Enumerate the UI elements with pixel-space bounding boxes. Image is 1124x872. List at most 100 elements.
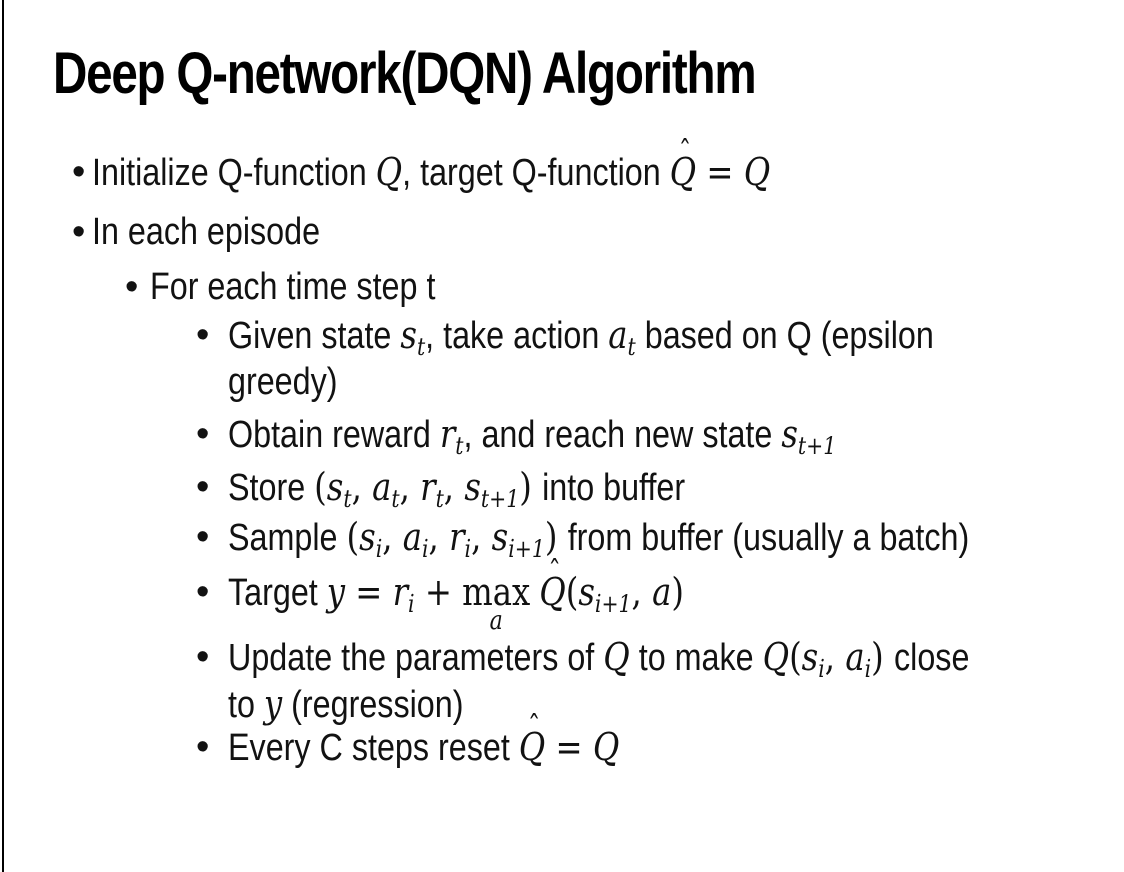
math-subscript: i: [408, 590, 415, 618]
text-run: , target Q-function: [402, 152, 670, 194]
math-subscript: t: [416, 333, 426, 361]
bullet-icon: •: [196, 571, 210, 613]
text-run: [530, 572, 539, 614]
text-run: to make: [629, 637, 763, 679]
math-run: ,: [428, 515, 450, 559]
text-run: greedy): [228, 361, 338, 403]
bullet-icon: •: [125, 266, 139, 308]
hat-accent-icon: ˆ: [527, 710, 541, 745]
math-run: s: [326, 465, 344, 509]
text-run: to: [228, 684, 264, 726]
bullet-icon: •: [196, 726, 210, 768]
text-run: Initialize Q-function: [92, 152, 376, 194]
hat-accent-icon: ˆ: [548, 555, 561, 590]
left-border-line: [2, 0, 4, 872]
page-title: Deep Q-network(DQN) Algorithm: [53, 41, 757, 106]
math-run: a: [608, 313, 628, 357]
text-run: based on Q (epsilon: [635, 315, 934, 357]
math-run: s: [400, 313, 417, 357]
math-run: s: [781, 412, 798, 456]
math-run: r: [392, 570, 409, 614]
math-run: s: [464, 465, 481, 509]
math-run: Q: [743, 150, 771, 194]
text-run: Target: [228, 572, 327, 614]
bullet-text: In each episode: [92, 209, 1124, 255]
math-run: y: [263, 682, 283, 726]
math-run: (: [565, 570, 579, 614]
text-run: Update the parameters of: [228, 637, 604, 679]
math-run: (: [314, 465, 327, 509]
math-run: ,: [443, 465, 465, 509]
math-run: ): [544, 515, 568, 559]
bullet-text: Given state st, take action at based on …: [228, 312, 1124, 405]
bullet-icon: •: [196, 314, 210, 356]
math-run: =: [344, 570, 393, 614]
math-run: a: [402, 515, 423, 559]
math-run: Q: [539, 570, 566, 614]
math-run: =: [696, 150, 744, 194]
math-run: ,: [824, 635, 846, 679]
math-subscript: i+1: [594, 590, 632, 618]
bullet-text: Sample (si, ai, ri, si+1) from buffer (u…: [228, 514, 1124, 561]
max-operator-base: max: [462, 570, 531, 614]
text-run: In each episode: [92, 211, 321, 253]
text-run: Sample: [228, 517, 347, 559]
text-run: Given state: [228, 315, 401, 357]
math-subscript: i: [864, 655, 872, 683]
bullet-text: Initialize Q-function Q , target Q-functi…: [92, 138, 1124, 196]
math-run: +: [414, 570, 463, 614]
hat-accent-icon: ˆ: [678, 135, 692, 170]
text-run: , and reach new state: [463, 414, 782, 456]
math-run: r: [420, 465, 436, 509]
math-run: ,: [471, 515, 492, 559]
math-subscript: t: [435, 485, 444, 513]
math-run: Q: [762, 635, 790, 679]
math-run: s: [578, 570, 595, 614]
math-run: ,: [382, 515, 403, 559]
math-run: s: [491, 515, 509, 559]
bullet-icon: •: [72, 211, 86, 253]
math-subscript: t+1: [797, 432, 837, 460]
bullet-text: Update the parameters of Q to make Q(si,…: [228, 634, 1124, 728]
math-run: ,: [351, 465, 373, 509]
math-run: ,: [399, 465, 421, 509]
math-run: r: [439, 412, 456, 456]
math-run: ): [671, 570, 684, 614]
bullet-text: Obtain reward rt, and reach new state st…: [228, 411, 1124, 458]
math-run: a: [372, 465, 392, 509]
bullet-icon: •: [196, 466, 210, 508]
math-run: ): [519, 465, 543, 509]
text-run: into buffer: [542, 467, 686, 509]
math-subscript: i: [422, 535, 429, 563]
text-run: close: [894, 637, 970, 679]
text-run: Every C steps reset: [228, 727, 519, 769]
text-run: For each time step t: [150, 266, 436, 308]
math-subscript: t: [455, 432, 464, 460]
math-subscript: t: [627, 333, 636, 361]
math-run: Q: [592, 725, 620, 769]
text-run: , take action: [425, 315, 609, 357]
bullet-icon: •: [196, 636, 210, 678]
math-run: =: [545, 725, 593, 769]
math-run: ): [871, 635, 895, 679]
math-run: a: [652, 570, 672, 614]
math-subscript: i: [375, 535, 383, 563]
math-run: y: [326, 570, 345, 614]
math-subscript: i+1: [508, 535, 545, 563]
math-subscript: t+1: [480, 485, 520, 513]
math-subscript: i: [464, 535, 472, 563]
text-run: Obtain reward: [228, 414, 440, 456]
math-run: s: [359, 515, 376, 559]
math-run: s: [801, 635, 819, 679]
max-operator-underscript: a: [489, 606, 503, 636]
text-run: from buffer (usually a batch): [567, 517, 970, 559]
bullet-icon: •: [196, 516, 210, 558]
